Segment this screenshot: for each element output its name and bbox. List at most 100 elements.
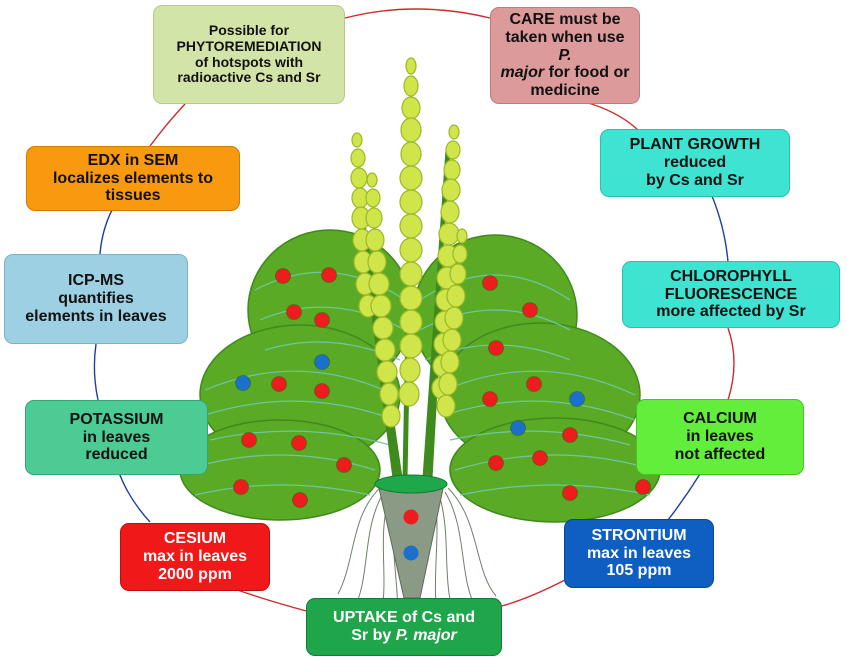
phyto-line-3: of hotspots with — [194, 53, 304, 70]
cs-dot — [562, 485, 578, 501]
strontium-line-1: STRONTIUM — [591, 526, 687, 544]
ring-arc-potassium-icpms — [93, 343, 99, 401]
cs-dot — [488, 340, 504, 356]
potassium-line-2: in leaves — [82, 428, 151, 446]
phyto-line-1: Possible for — [208, 22, 290, 39]
icpms-line-3: elements in leaves — [25, 307, 167, 325]
ring-arc-strontium-uptake — [501, 579, 566, 607]
ring-arc-edx-phyto — [149, 103, 186, 147]
uptake-box: UPTAKE of Cs and Sr by P. major — [306, 598, 502, 656]
calcium-line-3: not affected — [674, 445, 766, 463]
stem-base — [374, 474, 448, 599]
cs-dot — [635, 479, 651, 495]
edx-line-2: localizes elements to — [52, 169, 214, 187]
ring-arc-uptake-cesium — [231, 587, 311, 613]
cs-dot — [314, 312, 330, 328]
strontium-line-2: max in leaves — [586, 544, 692, 562]
cs-dot — [291, 435, 307, 451]
cs-dot — [522, 302, 538, 318]
ring-arc-calcium-strontium — [667, 473, 701, 521]
edx-line-3: tissues — [105, 187, 161, 205]
spike-4 — [365, 172, 401, 428]
sr-dot — [403, 545, 419, 561]
leaf-front-right — [449, 417, 661, 523]
uptake-line-2-text: Sr by — [351, 627, 396, 644]
icpms-box: ICP-MS quantifies elements in leaves — [4, 254, 188, 344]
spike-5 — [436, 228, 468, 418]
calcium-line-1: CALCIUM — [683, 410, 757, 428]
care-line-2: taken when use P. — [497, 29, 633, 65]
cs-dot — [482, 275, 498, 291]
phyto-line-4: radioactive Cs and Sr — [177, 69, 321, 86]
cs-dot — [336, 457, 352, 473]
rosette-leaves — [179, 229, 661, 523]
growth-line-3: by Cs and Sr — [646, 171, 744, 189]
spike-2 — [398, 57, 423, 407]
ring-arc-care-growth — [584, 101, 641, 133]
growth-line-1: PLANT GROWTH — [629, 136, 761, 154]
sr-dot — [314, 354, 330, 370]
cs-dot — [321, 267, 337, 283]
care-line-4: medicine — [530, 82, 600, 100]
leaf-front-left — [179, 419, 381, 521]
sr-dot — [569, 391, 585, 407]
icpms-line-1: ICP-MS — [68, 272, 124, 290]
care-line-3: major for food or — [501, 64, 630, 82]
potassium-line-1: POTASSIUM — [69, 410, 164, 428]
cs-dot — [403, 509, 419, 525]
phyto-line-2: PHYTOREMEDIATION — [176, 37, 322, 54]
chloro-line-1: CHLOROPHYLL — [670, 267, 792, 285]
chloro-line-3: more affected by Sr — [656, 303, 806, 321]
care-line-3-italic: major — [500, 64, 545, 82]
chloro-line-2: FLUORESCENCE — [664, 285, 798, 303]
cs-dot — [314, 383, 330, 399]
care-line-2-italic: P. — [558, 46, 572, 64]
care-line-3-text: for food or — [544, 64, 630, 82]
care-box: CARE must be taken when use P. major for… — [490, 7, 640, 104]
uptake-line-2-italic: P. major — [395, 627, 457, 644]
ring-arc-cesium-potassium — [117, 469, 151, 523]
cesium-line-1: CESIUM — [163, 530, 227, 548]
care-line-2-text: taken when use — [505, 28, 625, 46]
potassium-box: POTASSIUM in leaves reduced — [25, 400, 208, 475]
care-line-1: CARE must be — [509, 10, 621, 28]
edx-line-1: EDX in SEM — [87, 151, 179, 169]
stem-base-cone — [377, 483, 445, 599]
strontium-box: STRONTIUM max in leaves 105 ppm — [564, 519, 714, 588]
uptake-line-2: Sr by P. major — [351, 627, 457, 645]
plant-growth-box: PLANT GROWTH reduced by Cs and Sr — [600, 129, 790, 197]
strontium-line-3: 105 ppm — [606, 562, 672, 580]
element-dots — [233, 267, 651, 508]
calcium-line-2: in leaves — [686, 428, 754, 446]
potassium-line-3: reduced — [85, 446, 148, 464]
sr-dot — [510, 420, 526, 436]
ring-arc-icpms-edx — [99, 209, 113, 255]
cs-dot — [482, 391, 498, 407]
cs-dot — [286, 304, 302, 320]
ring-arc-top — [344, 8, 491, 19]
cesium-line-2: max in leaves — [142, 548, 248, 566]
cs-dot — [292, 492, 308, 508]
ring-arc-growth-chloro — [711, 195, 729, 263]
cs-dot — [275, 268, 291, 284]
cs-dot — [271, 376, 287, 392]
sr-dot — [235, 375, 251, 391]
cesium-line-3: 2000 ppm — [158, 565, 232, 583]
cs-dot — [526, 376, 542, 392]
edx-box: EDX in SEM localizes elements to tissues — [26, 146, 240, 211]
calcium-box: CALCIUM in leaves not affected — [636, 399, 804, 475]
cs-dot — [241, 432, 257, 448]
cs-dot — [562, 427, 578, 443]
phytoremediation-box: Possible for PHYTOREMEDIATION of hotspot… — [153, 5, 345, 104]
chlorophyll-box: CHLOROPHYLL FLUORESCENCE more affected b… — [622, 261, 840, 328]
growth-line-2: reduced — [663, 154, 727, 172]
cs-dot — [233, 479, 249, 495]
icpms-line-2: quantifies — [58, 290, 134, 308]
stem-base-rim — [374, 474, 448, 494]
cesium-box: CESIUM max in leaves 2000 ppm — [120, 523, 270, 591]
uptake-line-1: UPTAKE of Cs and — [333, 609, 475, 627]
cs-dot — [488, 455, 504, 471]
flower-spikes — [350, 57, 468, 428]
cs-dot — [532, 450, 548, 466]
